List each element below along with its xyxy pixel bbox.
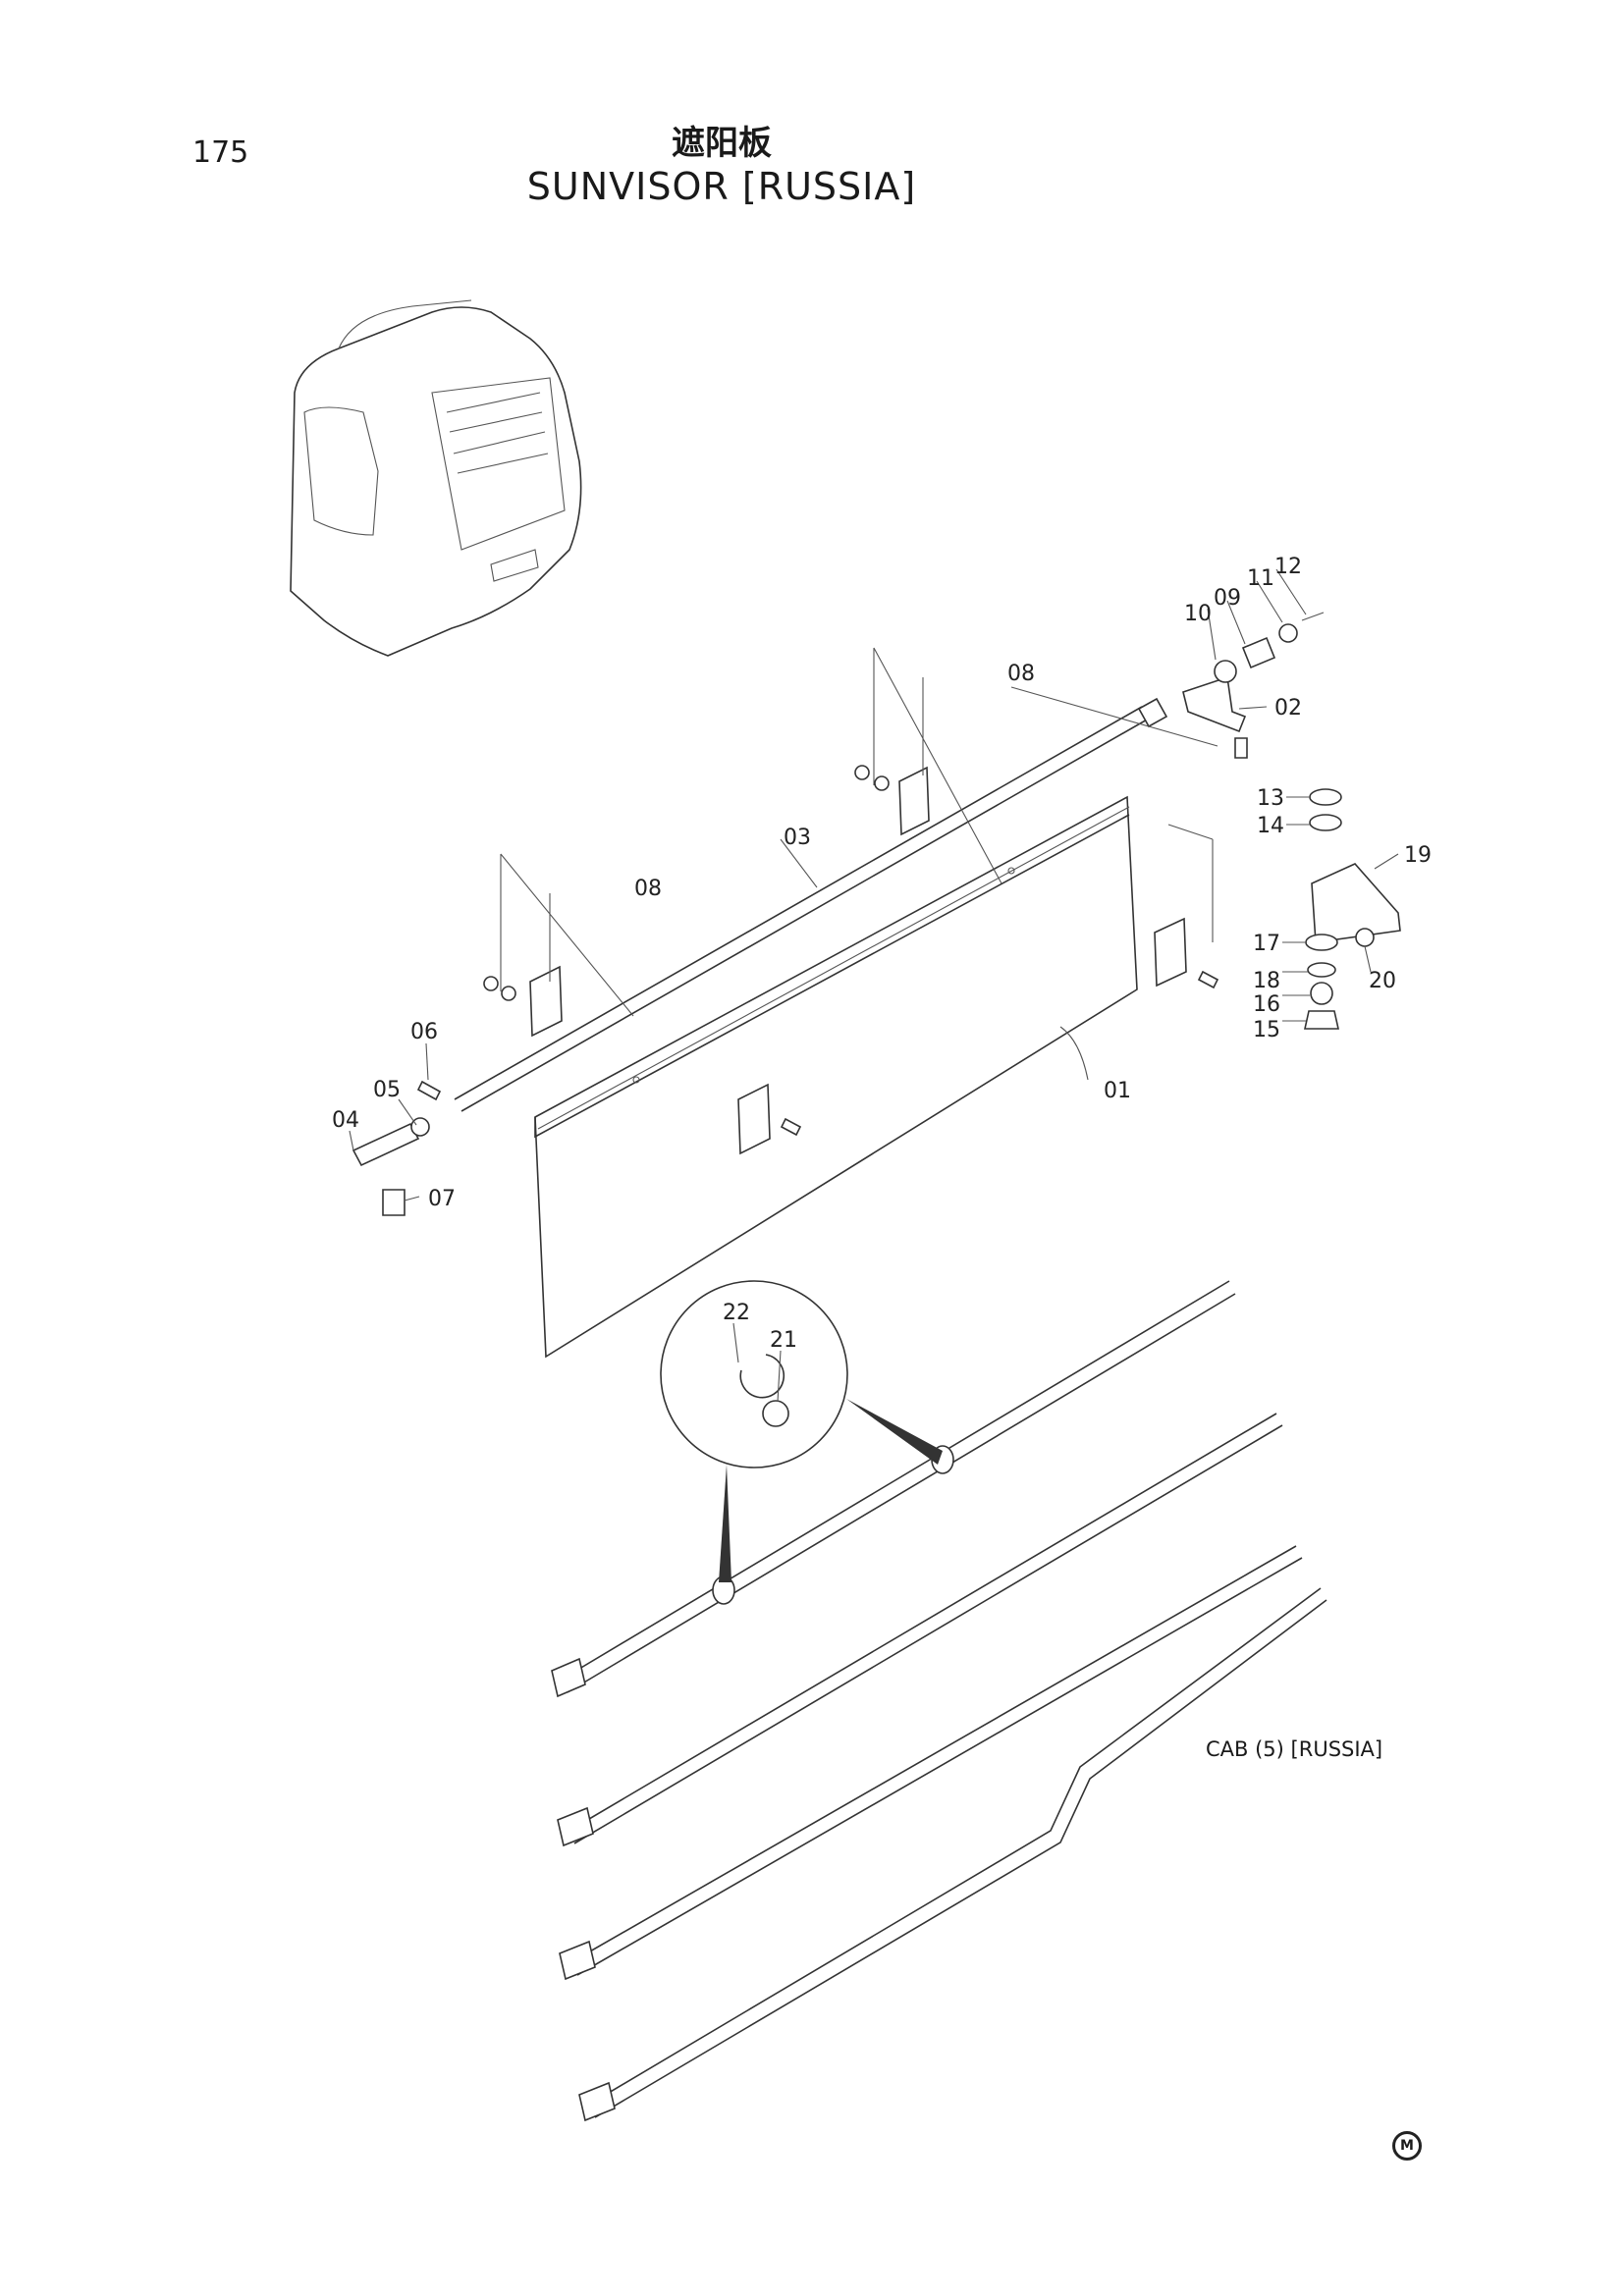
callout-18: 18 xyxy=(1253,969,1280,993)
callout-21: 21 xyxy=(770,1328,797,1353)
callout-07: 07 xyxy=(428,1187,456,1211)
title-chinese: 遮阳板 xyxy=(672,124,772,163)
small-hardware xyxy=(352,612,1401,1216)
callout-13: 13 xyxy=(1257,786,1284,811)
lower-rods xyxy=(551,1280,1327,2122)
part-03-rod xyxy=(454,697,1168,1112)
callout-08-right: 08 xyxy=(1007,662,1035,686)
callout-05: 05 xyxy=(373,1078,401,1102)
corner-mark-icon: M xyxy=(1392,2131,1422,2161)
callout-06: 06 xyxy=(410,1020,438,1044)
part-01-sunvisor-panel xyxy=(534,795,1138,1359)
callout-22: 22 xyxy=(723,1301,750,1325)
callout-14: 14 xyxy=(1257,814,1284,838)
callout-04: 04 xyxy=(332,1108,359,1133)
detail-circle xyxy=(660,1280,943,1582)
callout-labels: 01 02 03 04 05 06 07 08 08 09 10 11 12 1… xyxy=(332,555,1432,1353)
callout-12: 12 xyxy=(1274,555,1302,579)
callout-01: 01 xyxy=(1104,1079,1131,1103)
callout-17: 17 xyxy=(1253,932,1280,956)
callout-03: 03 xyxy=(784,826,811,850)
part-08-hinges xyxy=(500,647,1214,1155)
cab-thumbnail xyxy=(290,299,582,657)
callout-08-left: 08 xyxy=(634,877,662,901)
callout-10: 10 xyxy=(1184,602,1212,626)
assembly-caption: CAB (5) [RUSSIA] xyxy=(1206,1737,1383,1761)
callout-15: 15 xyxy=(1253,1018,1280,1042)
callout-19: 19 xyxy=(1404,843,1432,868)
leader-lines xyxy=(349,568,1399,1403)
callout-16: 16 xyxy=(1253,992,1280,1017)
page-title: SUNVISOR [RUSSIA] xyxy=(526,165,917,208)
callout-02: 02 xyxy=(1274,696,1302,721)
page-number: 175 xyxy=(192,135,249,170)
callout-11: 11 xyxy=(1247,566,1274,591)
callout-09: 09 xyxy=(1214,586,1241,611)
callout-20: 20 xyxy=(1369,969,1396,993)
